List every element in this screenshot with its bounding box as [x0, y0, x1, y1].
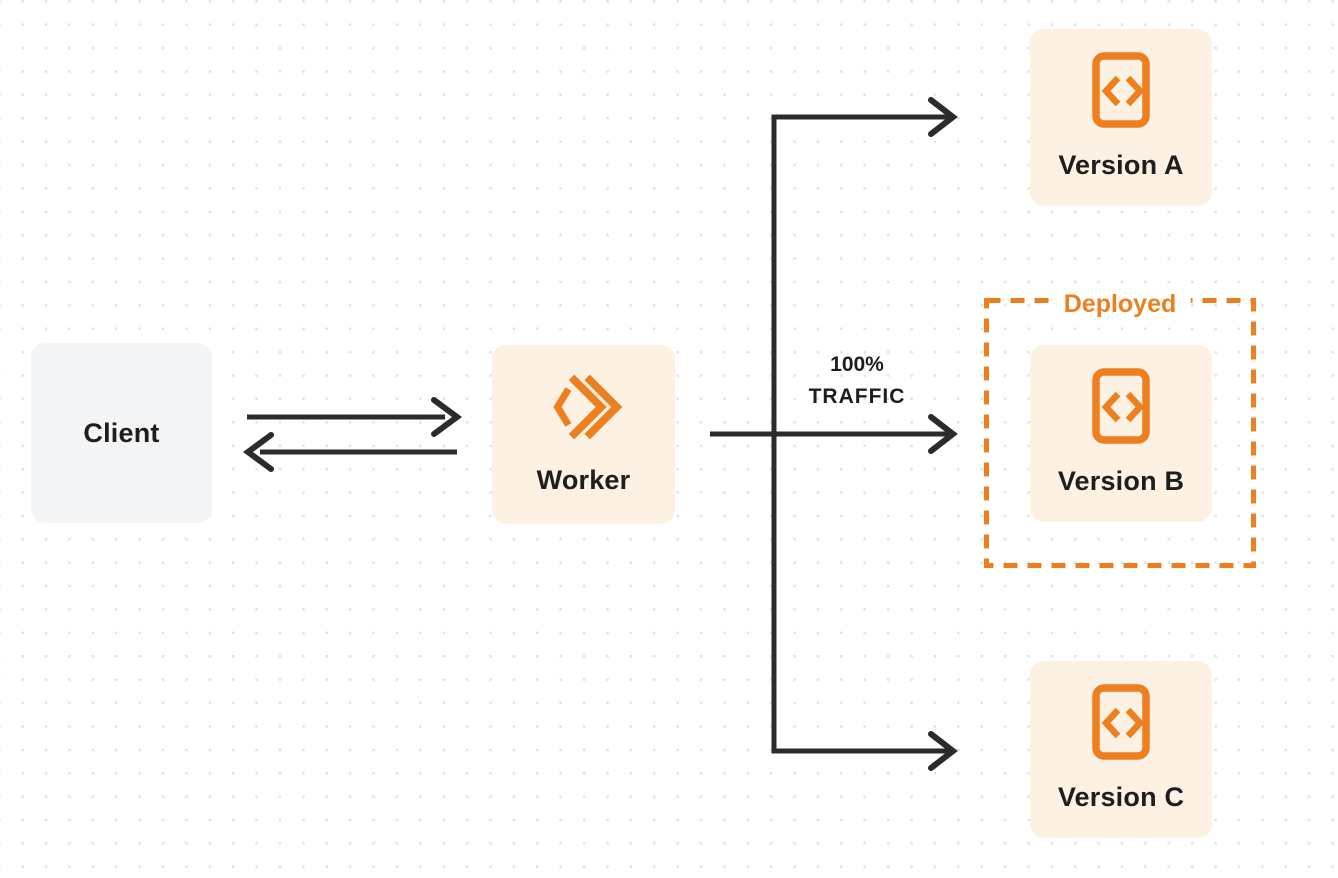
code-file-icon	[1092, 52, 1150, 128]
branch-line	[771, 114, 948, 754]
client-node: Client	[31, 343, 212, 523]
version-a-node: Version A	[1030, 29, 1212, 206]
traffic-annotation: 100% TRAFFIC	[777, 349, 937, 413]
arrow-version-c	[928, 731, 958, 771]
code-file-icon	[1092, 368, 1150, 444]
deployed-label: Deployed	[1049, 289, 1191, 319]
traffic-percent-text: 100%	[830, 353, 884, 376]
cloudflare-workers-icon	[552, 374, 622, 440]
client-node-label: Client	[83, 417, 160, 448]
version-a-label: Version A	[1058, 150, 1184, 180]
version-c-label: Version C	[1057, 782, 1185, 812]
traffic-arrow-version-b	[710, 414, 958, 454]
worker-node: Worker	[492, 345, 675, 524]
version-c-node: Version C	[1030, 661, 1212, 838]
version-b-label: Version B	[1057, 466, 1185, 496]
version-b-node: Version B	[1030, 345, 1212, 522]
code-file-icon	[1092, 684, 1150, 760]
worker-client-response-arrow	[242, 432, 457, 472]
client-worker-request-arrow	[247, 397, 463, 437]
arrow-version-a	[928, 97, 958, 137]
worker-node-label: Worker	[536, 465, 631, 495]
traffic-word-text: TRAFFIC	[808, 385, 906, 408]
